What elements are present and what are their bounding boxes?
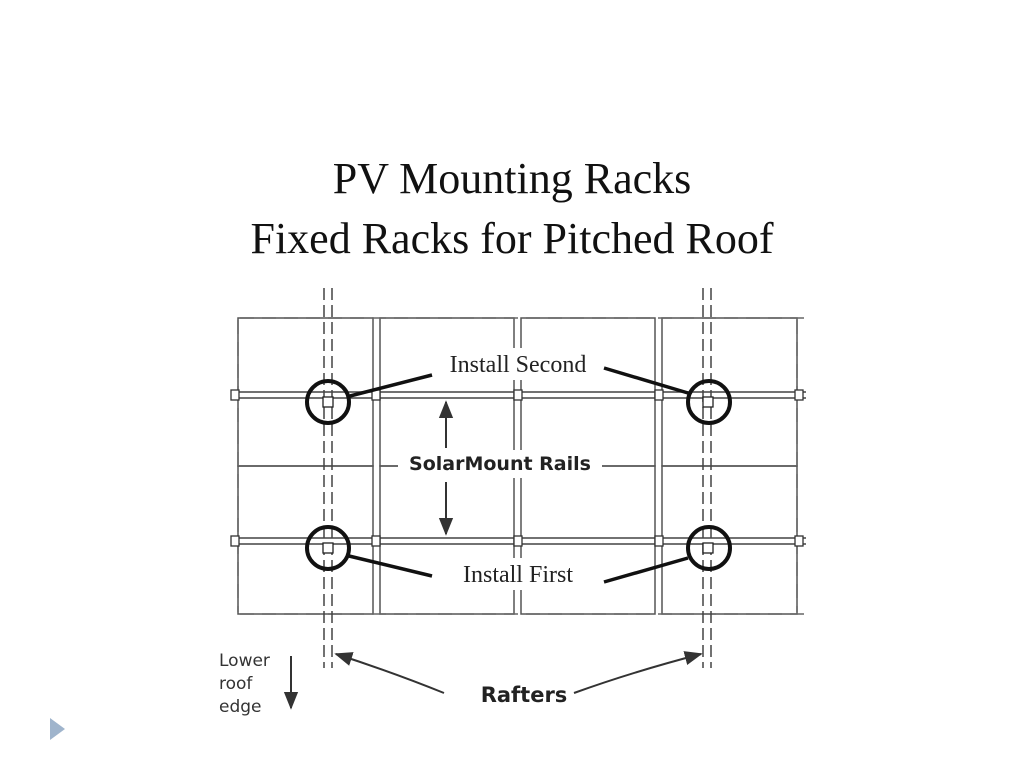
rafter-right	[702, 288, 712, 668]
rafter-arrow-right	[573, 651, 703, 694]
panel	[237, 465, 374, 615]
leader-first-right	[603, 556, 689, 584]
lower-roof-edge-line-2: roof	[219, 674, 253, 694]
label-install-first: Install First	[463, 562, 573, 588]
install-second-circle-left	[305, 379, 351, 425]
slide-title-line-1: PV Mounting Racks	[332, 154, 692, 203]
rafter-left	[323, 288, 333, 668]
lower-roof-edge-line-1: Lower	[219, 651, 270, 671]
rafter-arrow-left	[334, 652, 445, 694]
label-rafters: Rafters	[481, 683, 568, 707]
rail-clamps	[230, 389, 804, 547]
label-solarmount-rails: SolarMount Rails	[409, 453, 591, 475]
install-first-circle-right	[686, 525, 732, 571]
next-slide-triangle-icon[interactable]	[50, 718, 65, 740]
install-first-circle-left	[305, 525, 351, 571]
leader-second-left	[349, 373, 433, 398]
leader-first-left	[348, 554, 433, 578]
leader-second-right	[603, 366, 689, 395]
attachment-points	[322, 396, 714, 554]
label-install-second: Install Second	[450, 352, 587, 378]
install-second-circle-right	[686, 379, 732, 425]
slide-title-line-2: Fixed Racks for Pitched Roof	[250, 214, 774, 263]
lower-roof-edge-line-3: edge	[219, 697, 262, 717]
panel	[520, 465, 656, 615]
